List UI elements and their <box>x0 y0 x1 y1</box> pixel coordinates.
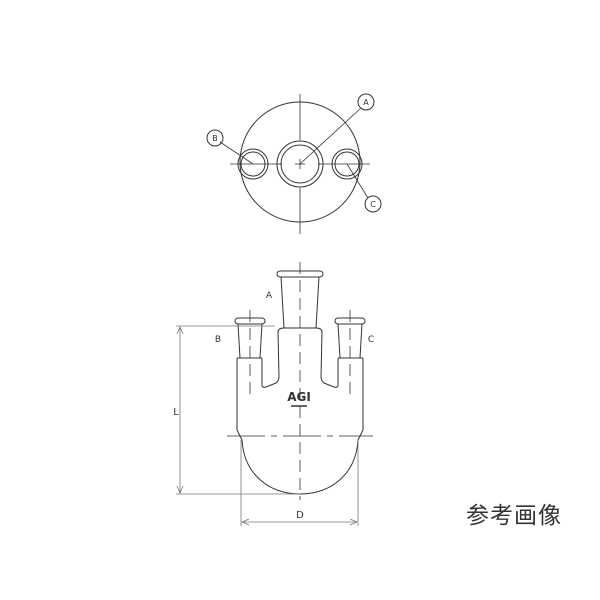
top-label-c: C <box>370 200 376 209</box>
top-view <box>206 93 382 234</box>
label-bubble-b <box>206 129 224 147</box>
side-view <box>227 262 373 500</box>
side-centerlines <box>227 262 373 500</box>
dimension-lines <box>176 325 359 526</box>
inner-wall-left <box>261 331 280 388</box>
dimension-label-diameter: D <box>296 510 304 521</box>
neck-c-joint <box>337 323 363 359</box>
reference-image-caption: 参考画像 <box>466 503 562 529</box>
neck-a-joint <box>280 276 320 329</box>
inner-wall-right <box>320 331 339 388</box>
dimension-label-length: L <box>173 407 179 418</box>
label-bubble-a <box>357 93 375 111</box>
side-label-a: A <box>266 291 273 301</box>
top-label-b: B <box>212 134 218 143</box>
neck-b-joint <box>237 323 263 359</box>
side-label-c: C <box>368 335 374 345</box>
side-label-b: B <box>215 335 221 345</box>
label-bubble-c <box>364 195 382 213</box>
top-label-a: A <box>363 98 369 107</box>
manufacturer-logo: AGI <box>287 390 311 404</box>
